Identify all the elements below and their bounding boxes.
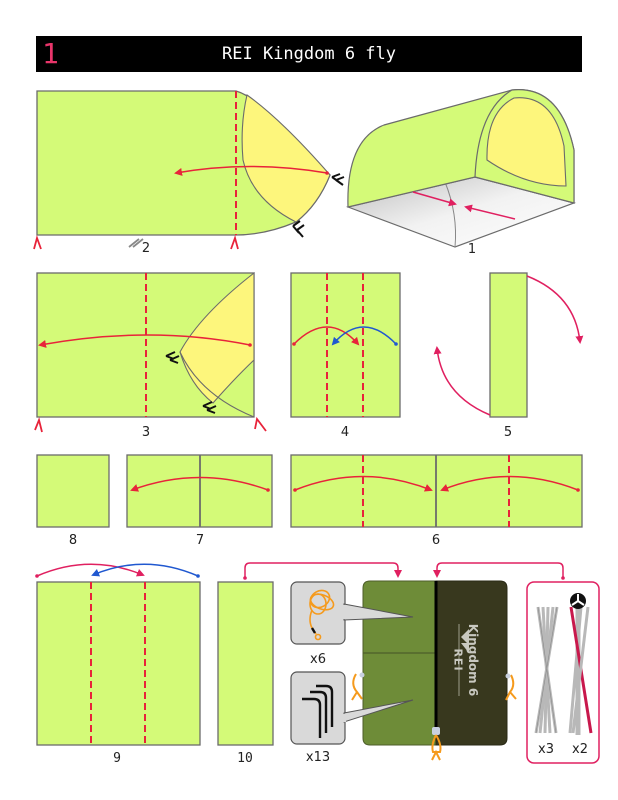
poles-box (526, 581, 600, 764)
step-label-1: 1 (467, 242, 477, 257)
step-label-4: 4 (340, 425, 350, 440)
step-4-diagram (290, 272, 401, 418)
guyline-count: x6 (310, 652, 326, 667)
step-number: 1 (42, 37, 59, 70)
gray-poles-outline (535, 606, 558, 734)
step-10-diagram (217, 581, 274, 746)
step-label-8: 8 (68, 533, 78, 548)
guyline-cord-icon (309, 589, 335, 641)
step-label-2: 2 (141, 241, 151, 256)
step-label-6: 6 (431, 533, 441, 548)
step-label-3: 3 (141, 425, 151, 440)
stakes-count: x13 (305, 750, 331, 765)
step-8-diagram (36, 454, 110, 528)
step-label-10: 10 (237, 751, 253, 766)
step-5-diagram (433, 272, 584, 418)
gray-poles-count: x3 (538, 742, 554, 757)
tent-stakes-icon (302, 684, 334, 738)
packing-arrows (243, 562, 565, 580)
step-7-diagram (126, 454, 273, 528)
step-label-9: 9 (113, 751, 121, 766)
step-9-diagram (35, 563, 201, 746)
guyline-callout (290, 581, 414, 645)
sack-product-name: Kingdom 6 (466, 623, 480, 697)
step-label-7: 7 (195, 533, 205, 548)
stakes-callout (290, 671, 414, 745)
mountain-logo-icon (461, 629, 469, 653)
hub-poles-count: x2 (572, 742, 588, 757)
page-title: REI Kingdom 6 fly (222, 44, 396, 64)
step-1-diagram (345, 89, 576, 248)
step-6-diagram (290, 454, 583, 528)
title-bar: 1 REI Kingdom 6 fly (36, 36, 582, 72)
step-3-diagram (34, 271, 267, 433)
step-2-diagram (33, 90, 345, 250)
stuff-sack (351, 580, 517, 761)
corner-marker-icon (33, 235, 42, 250)
sack-brand-logo: REI (451, 648, 465, 672)
step-label-5: 5 (503, 425, 513, 440)
hub-poles-icon (568, 593, 593, 735)
tie-point-icon (331, 173, 345, 186)
